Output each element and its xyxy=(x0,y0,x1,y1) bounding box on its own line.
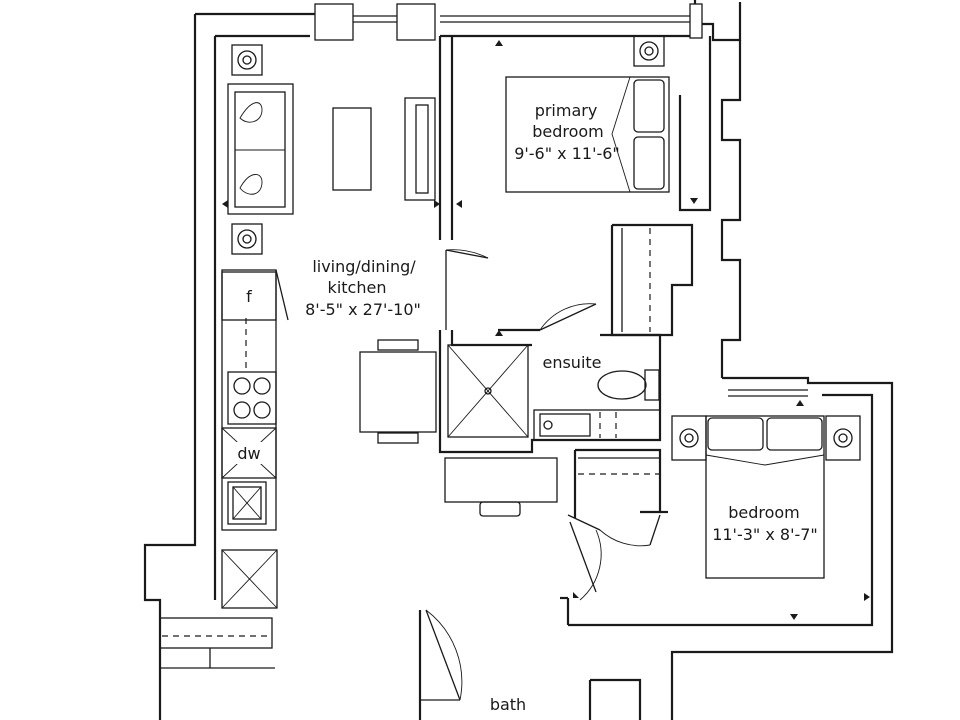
kitchen-counter xyxy=(221,269,277,531)
fridge: f xyxy=(221,269,289,321)
kitchen-sink xyxy=(227,481,267,525)
bedroom-nightstand-left xyxy=(671,415,707,461)
primary-name-line-2: bedroom xyxy=(532,122,604,141)
living-dims: 8'-5" x 27'-10" xyxy=(305,300,421,319)
dishwasher: dw xyxy=(221,427,277,479)
bedroom-nightstand-right xyxy=(825,415,861,461)
exterior-walls xyxy=(143,0,894,720)
room-labels: living/dining/ kitchen 8'-5" x 27'-10" p… xyxy=(305,101,818,714)
primary-closet xyxy=(621,228,651,332)
primary-bed xyxy=(505,76,670,193)
tv-console xyxy=(404,97,436,201)
column-detail-top xyxy=(231,44,263,76)
coffee-table xyxy=(332,107,372,191)
windows xyxy=(314,3,808,397)
bath-name: bath xyxy=(490,695,526,714)
living-name-line-2: kitchen xyxy=(328,278,387,297)
closet-washer xyxy=(221,549,278,609)
bedroom-bed xyxy=(705,415,825,579)
dining-table xyxy=(359,339,437,444)
desk xyxy=(444,457,558,517)
bedroom-name: bedroom xyxy=(728,503,800,522)
living-name-line-1: living/dining/ xyxy=(312,257,416,276)
bedroom-dims: 11'-3" x 8'-7" xyxy=(712,525,818,544)
sofa xyxy=(227,83,294,215)
storage-closet xyxy=(159,617,275,669)
column-detail-mid xyxy=(231,223,263,255)
primary-nightstand xyxy=(633,35,665,67)
dishwasher-label: dw xyxy=(237,444,260,463)
primary-name-line-1: primary xyxy=(535,101,598,120)
interior-walls xyxy=(418,36,712,720)
ensuite-vanity xyxy=(533,409,661,441)
arrows xyxy=(222,40,870,620)
ensuite-name: ensuite xyxy=(542,353,601,372)
primary-dims: 9'-6" x 11'-6" xyxy=(514,144,620,163)
fridge-label: f xyxy=(246,287,252,306)
stove xyxy=(227,371,277,425)
hall-closet xyxy=(578,457,660,475)
ensuite-shower xyxy=(447,344,529,438)
doors xyxy=(420,249,661,701)
ensuite-toilet xyxy=(597,369,660,401)
